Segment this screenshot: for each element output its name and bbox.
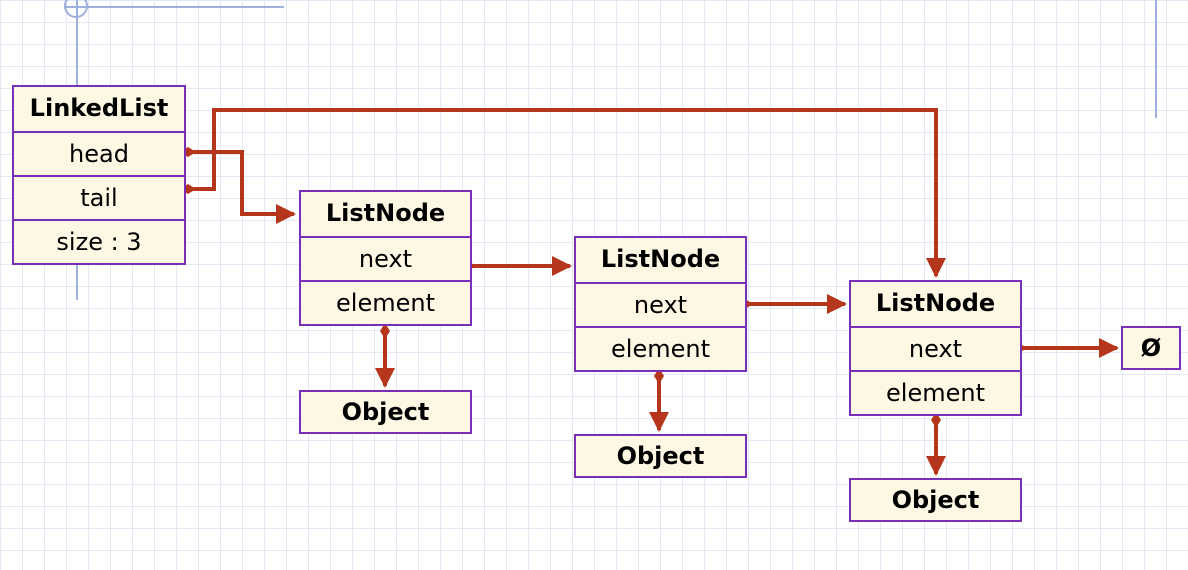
listnode-3-next-field: next [851,326,1020,370]
node2-element-diamond [654,368,664,384]
listnode-3-title: ListNode [875,289,996,317]
node3-element-diamond [931,412,941,428]
listnode-2-title: ListNode [600,245,721,273]
listnode-2-element-field: element [576,326,745,370]
linkedlist-title: LinkedList [29,94,169,122]
linkedlist-size-field: size : 3 [14,219,184,263]
object-3: Object [849,478,1022,522]
linkedlist-tail-field: tail [14,175,184,219]
listnode-2: ListNode next element [574,236,747,372]
decor-line-top [64,6,284,8]
null-box: Ø [1121,326,1181,370]
listnode-1: ListNode next element [299,190,472,326]
listnode-3: ListNode next element [849,280,1022,416]
listnode-3-element-field: element [851,370,1020,414]
listnode-1-element-field: element [301,280,470,324]
linkedlist-head-field: head [14,131,184,175]
object-2: Object [574,434,747,478]
listnode-1-title: ListNode [325,199,446,227]
head-pointer-arrow [188,150,296,224]
decor-line-right [1155,0,1157,118]
linkedlist-box: LinkedList head tail size : 3 [12,85,186,265]
node1-element-diamond [380,323,390,339]
listnode-2-next-field: next [576,282,745,326]
listnode-1-next-field: next [301,236,470,280]
object-1: Object [299,390,472,434]
tail-pointer-arrow [188,108,946,278]
decor-circle [64,0,88,18]
